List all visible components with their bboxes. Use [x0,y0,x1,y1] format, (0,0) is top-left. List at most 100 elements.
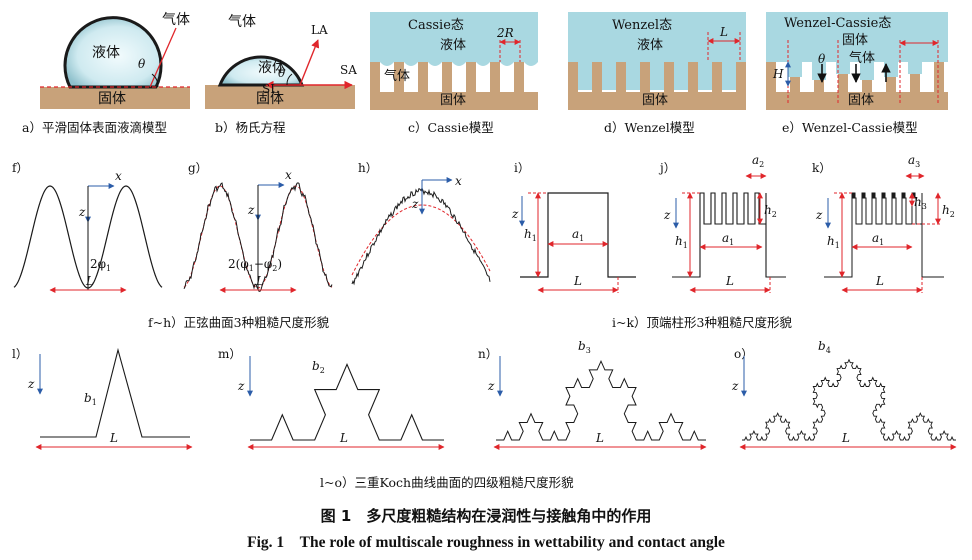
panel-label: m） [218,347,241,361]
label-l: L [595,431,604,445]
label-solid: 固体 [440,93,466,108]
label-solid: 固体 [848,93,874,108]
label-h2: h2 [942,203,955,219]
label-solid: 固体 [642,93,668,108]
label-state: Cassie态 [408,18,464,33]
label-z: z [663,208,671,222]
label-gas: 气体 [849,50,875,66]
label-liquid: 液体 [258,60,286,76]
label-a1: a1 [722,231,734,247]
caption-b: b）杨氏方程 [215,120,286,135]
panel-e: Wenzel-Cassie态 固体 气体 固体 H θ e）Wenzel-Cas… [766,12,948,135]
tangent-line [149,27,177,88]
label-z: z [511,207,519,221]
label-a1: a1 [572,227,584,243]
label-b: b3 [578,339,591,355]
panel-label: n） [478,347,498,361]
figure-title-cn: 图 1 多尺度粗糙结构在浸润性与接触角中的作用 [320,507,652,525]
meniscus [452,62,466,66]
rough-curve [351,186,491,286]
label-l: L [339,431,348,445]
panel-h: h） x z [351,161,491,286]
label-b: b4 [818,339,831,355]
panel-label: i） [514,161,530,175]
koch-curve [250,363,444,441]
panel-g: g） x z 2(φ1−φ2) L [183,161,333,293]
label-phi: 2(φ1−φ2) [228,257,282,273]
label-gas: 气体 [228,14,256,30]
panel-label: j） [658,161,676,175]
caption-a: a）平滑固体表面液滴模型 [22,120,167,135]
figure-canvas: 液体 固体 气体 θ a）平滑固体表面液滴模型 气体 液体 固体 LA SA S… [12,12,957,490]
label-gas: 气体 [384,68,410,84]
label-z: z [411,197,419,211]
label-liquid: 液体 [440,38,466,53]
pillar-surface [568,62,746,110]
caption-c: c）Cassie模型 [408,120,494,135]
koch-curve [742,358,956,441]
label-solid: 固体 [256,91,284,107]
label-l: L [719,25,728,39]
label-h2: h2 [764,203,777,219]
label-theta: θ [278,66,286,80]
label-theta: θ [138,57,146,71]
label-b: b2 [312,359,325,375]
caption-e: e）Wenzel-Cassie模型 [782,120,918,135]
panel-m: m） z b2 L [218,347,445,450]
label-h: H [772,67,784,81]
label-sa: SA [340,63,357,77]
droplet [63,16,163,89]
label-phi: 2φ1 [90,257,111,273]
label-h1: h1 [524,227,537,243]
label-state: Wenzel-Cassie态 [784,16,891,31]
meniscus [380,62,394,66]
label-liquid: 液体 [92,45,120,61]
label-gas: 气体 [162,12,190,28]
label-z: z [731,379,739,393]
force-arrows [817,63,891,83]
panel-label: l） [12,347,28,361]
label-a2: a2 [752,153,764,169]
label-solid: 固体 [98,91,126,107]
menisci [380,62,538,66]
label-sl: SL [262,82,278,96]
label-b: b1 [84,391,97,407]
theta-arc [286,73,293,86]
label-l: L [255,274,264,288]
caption-d: d）Wenzel模型 [604,120,695,135]
panel-o: o） z b4 L [731,339,957,450]
meniscus [500,62,514,66]
label-a3: a3 [908,153,920,169]
liquid-layer [370,12,538,62]
label-z: z [487,379,495,393]
label-2r: 2R [496,26,514,40]
liquid-layer [766,12,948,62]
koch-curve [40,347,190,438]
pillar-surface [766,62,948,110]
label-h3: h3 [914,195,927,211]
figure-title-en: Fig. 1 The role of multiscale roughness … [247,534,725,551]
pillar-surface [370,62,538,110]
label-l: L [85,274,94,288]
label-x: x [115,169,122,183]
theta-arc [151,73,159,88]
panel-l: l） z b1 L [12,347,193,450]
label-state: Wenzel态 [612,18,672,33]
vector-la [299,39,320,86]
koch-curve [496,359,706,441]
panel-c: Cassie态 液体 气体 固体 2R c）Cassie模型 [370,12,538,135]
caption-lo: l~o）三重Koch曲线曲面的四级粗糙尺度形貌 [320,475,574,490]
panel-k: k） z h1 a1 a3 h3 h2 L [812,153,955,293]
solid-substrate [40,87,190,109]
panel-label: o） [734,347,753,361]
label-liquid: 液体 [637,38,663,53]
label-a1: a1 [872,231,884,247]
caption-fh: f~h）正弦曲面3种粗糙尺度形貌 [148,315,330,330]
panel-label: k） [812,161,831,175]
label-x: x [455,174,462,188]
meniscus [428,62,442,66]
panel-a: 液体 固体 气体 θ a）平滑固体表面液滴模型 [22,12,190,135]
label-h1: h1 [827,234,840,250]
label-solid-top: 固体 [842,33,868,48]
label-l: L [875,274,884,288]
